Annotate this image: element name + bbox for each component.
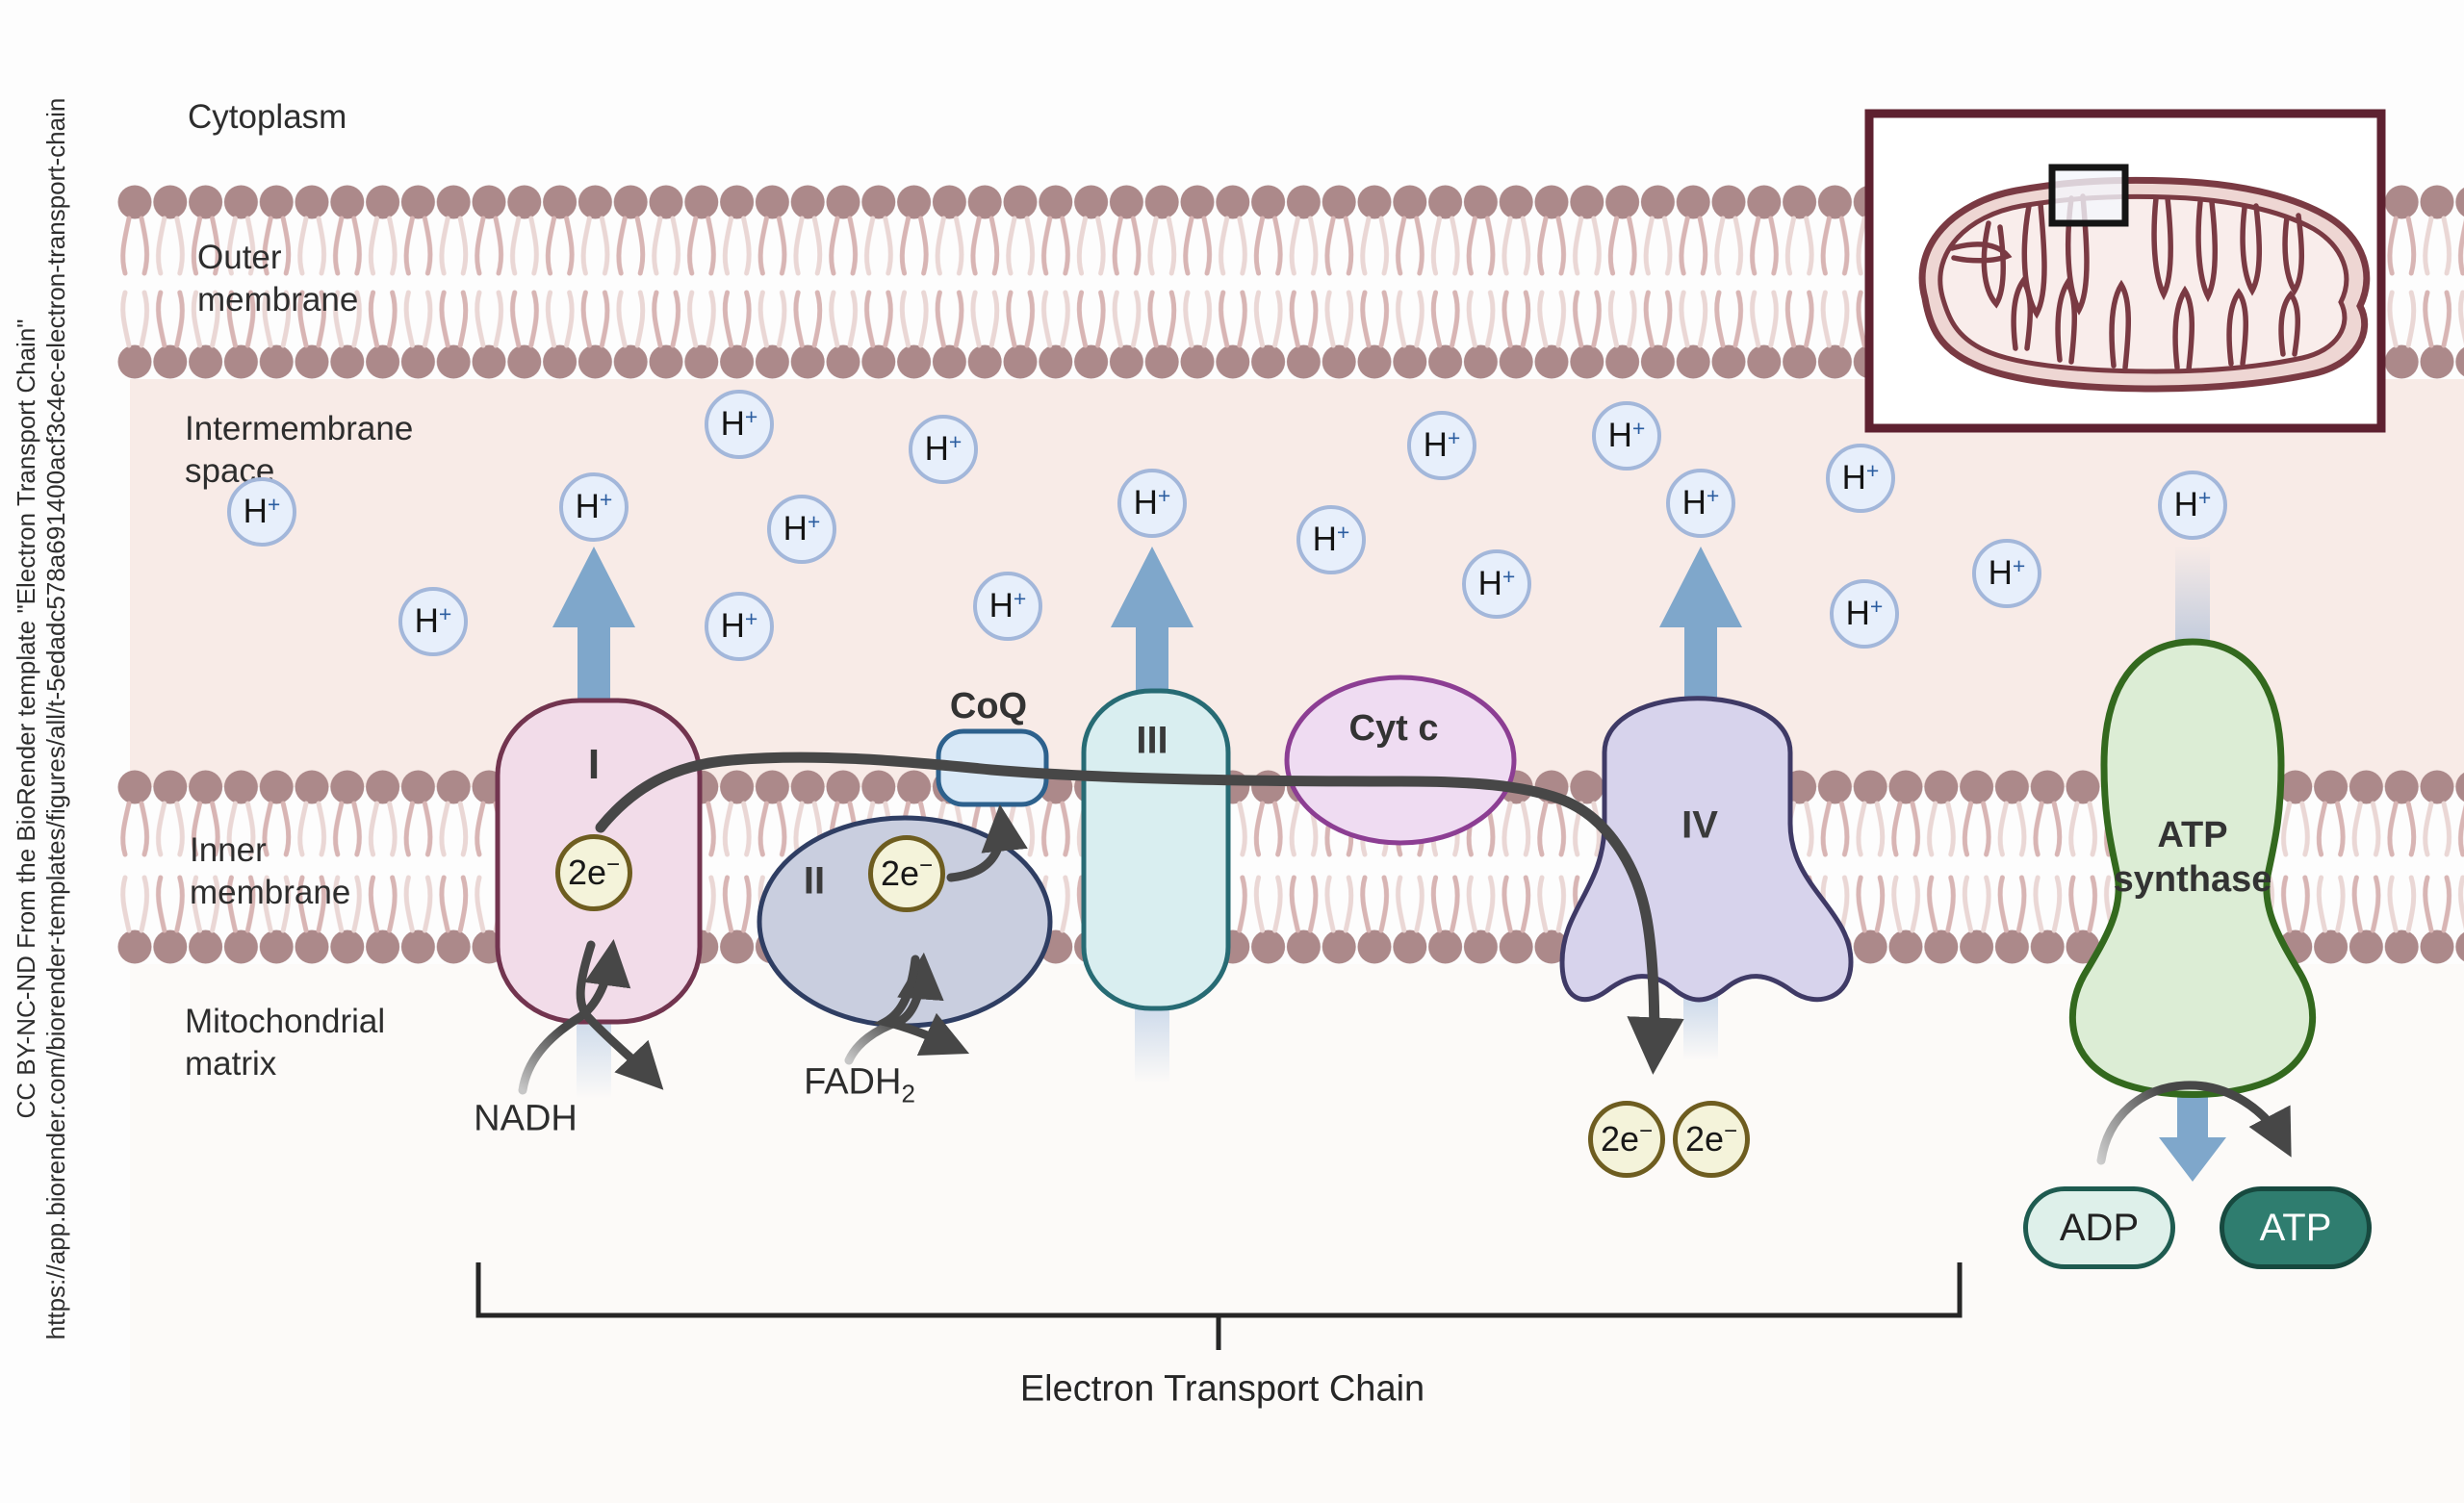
electron-pair-token: 2e−	[1588, 1101, 1665, 1178]
h-plus-ion: H+	[1666, 469, 1735, 538]
electron-pair-token: 2e−	[555, 834, 632, 911]
complex-iv-label: IV	[1681, 803, 1718, 847]
h-plus-ion: H+	[2158, 471, 2227, 540]
electron-pair-token: 2e−	[868, 835, 945, 912]
atp-badge: ATP	[2220, 1186, 2372, 1269]
fadh2-output-arrow	[873, 955, 970, 1057]
h-plus-ion: H+	[767, 495, 836, 564]
coq-label: CoQ	[949, 686, 1028, 726]
credit-url-line: https://app.biorender.com/biorender-temp…	[41, 97, 70, 1340]
credit-license-line: CC BY-NC-ND From the BioRender template …	[12, 318, 40, 1119]
atp-synthase-label: ATP synthase	[2113, 815, 2272, 900]
etc-bracket-label: Electron Transport Chain	[1019, 1368, 1425, 1410]
proton-pump-arrow-complex-iv	[1659, 547, 1742, 707]
proton-band-complex-iv	[1683, 997, 1718, 1060]
proton-pump-arrow-complex-iii	[1111, 547, 1194, 712]
h-plus-ion: H+	[227, 477, 296, 547]
h-plus-ion: H+	[705, 592, 774, 661]
complex-ii-label: II	[803, 859, 826, 903]
h-plus-ion: H+	[1972, 539, 2041, 608]
complex-i-label: I	[587, 741, 601, 788]
h-plus-ion: H+	[1117, 469, 1187, 538]
h-plus-ion: H+	[973, 572, 1042, 641]
h-plus-ion: H+	[1592, 401, 1661, 471]
intermembrane-space-label: Intermembrane space	[185, 410, 414, 490]
adp-badge: ADP	[2023, 1186, 2175, 1269]
mitochondrial-matrix-label: Mitochondrial matrix	[185, 1003, 386, 1083]
electron-pair-token: 2e−	[1673, 1101, 1750, 1178]
cytochrome-c-label: Cyt c	[1348, 708, 1439, 749]
outer-membrane-label: Outer membrane	[197, 239, 359, 318]
complex-iii-shape	[1081, 688, 1231, 1011]
inset-zoom-box	[2048, 164, 2129, 227]
mitochondrion-inset	[1864, 109, 2386, 433]
electron-path-main-arrow	[595, 752, 1684, 1075]
h-plus-ion: H+	[559, 472, 629, 542]
mitochondrion-cristae	[1949, 193, 2304, 372]
fadh2-label: FADH2	[804, 1061, 915, 1108]
proton-pump-arrow-complex-i	[552, 547, 635, 717]
credit-text: CC BY-NC-ND From the BioRender template …	[12, 31, 71, 1407]
atp-synthase-shape	[2068, 638, 2317, 1098]
adp-to-atp-arrow	[2096, 1081, 2292, 1165]
nadh-input-arrow	[518, 938, 631, 1095]
h-plus-ion: H+	[909, 415, 978, 484]
nadh-output-arrow	[576, 940, 664, 1090]
h-plus-ion: H+	[1407, 411, 1476, 480]
electron-arrow-complex-ii-to-coq	[946, 803, 1028, 882]
cytochrome-c-shape	[1284, 675, 1517, 846]
cytoplasm-label: Cytoplasm	[188, 98, 347, 136]
inner-membrane-label: Inner membrane	[190, 831, 351, 911]
proton-band-complex-iii	[1135, 1005, 1169, 1083]
proton-flow-arrow-atp-synthase	[2159, 1076, 2226, 1182]
intermembrane-space-region	[130, 379, 2464, 787]
h-plus-ion: H+	[398, 587, 468, 656]
h-plus-ion: H+	[705, 390, 774, 459]
h-plus-ion: H+	[1296, 505, 1366, 574]
proton-band-atp-synthase	[2175, 546, 2210, 642]
h-plus-ion: H+	[1826, 444, 1895, 513]
complex-iv-shape	[1559, 696, 1854, 1003]
complex-iii-label: III	[1136, 719, 1168, 762]
h-plus-ion: H+	[1462, 549, 1531, 619]
nadh-label: NADH	[474, 1098, 578, 1139]
h-plus-ion: H+	[1830, 579, 1899, 649]
